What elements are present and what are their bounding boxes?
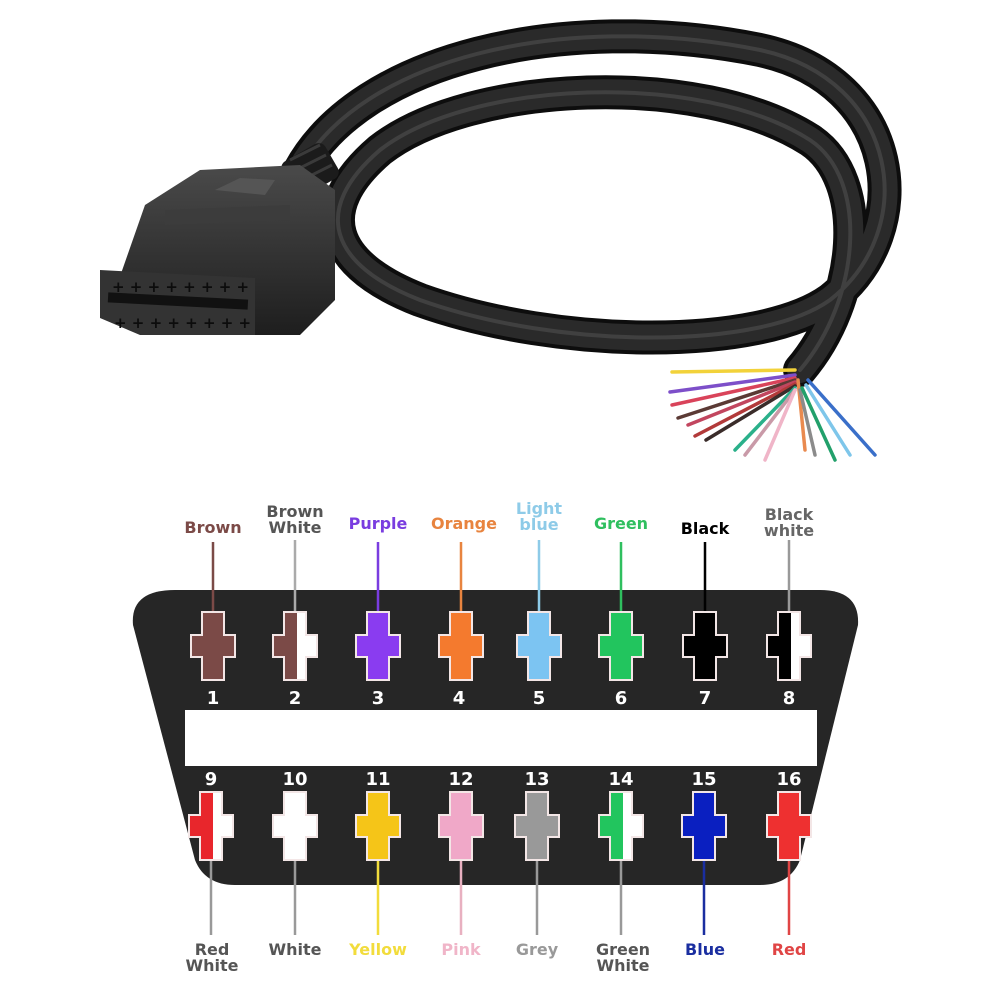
pin-9-wire-label: Red White [185, 940, 239, 975]
pin-10-socket [272, 791, 318, 861]
svg-text:+ + + + + + + +: + + + + + + + + [114, 314, 251, 332]
pin-9-number: 9 [204, 769, 218, 790]
pin-1-socket [190, 611, 236, 681]
pin-7-wire-label: Black [680, 519, 730, 538]
pin-15-wire-label: Blue [685, 940, 725, 959]
pin-7-socket [682, 611, 728, 681]
obd2-connector: + + + + + + + + + + + + + + + + [100, 165, 335, 335]
pin-11-wire-label: Yellow [349, 940, 407, 959]
pin-12-number: 12 [448, 769, 474, 790]
pin-12-socket [438, 791, 484, 861]
pin-1-wire-label: Brown [184, 518, 242, 537]
pin-8-socket [766, 611, 812, 681]
pin-6-number: 6 [614, 688, 628, 709]
pin-3-socket [355, 611, 401, 681]
pin-5-wire-label: Light blue [515, 499, 563, 534]
pin-6-socket [598, 611, 644, 681]
pin-10-number: 10 [282, 769, 308, 790]
pin-3-wire-label: Purple [348, 514, 408, 533]
pin-4-number: 4 [452, 688, 466, 709]
pin-7-number: 7 [698, 688, 712, 709]
pin-16-number: 16 [776, 769, 802, 790]
pin-15-number: 15 [691, 769, 717, 790]
svg-text:+ + + + + + + +: + + + + + + + + [112, 278, 249, 296]
pin-13-socket [514, 791, 560, 861]
pin-13-number: 13 [524, 769, 550, 790]
pin-2-wire-label: Brown White [266, 502, 324, 537]
pin-6-wire-label: Green [593, 514, 649, 533]
product-photo: + + + + + + + + + + + + + + + + [0, 0, 1000, 480]
pin-8-wire-label: Black white [763, 505, 815, 540]
cable-loop [283, 19, 902, 387]
pin-5-socket [516, 611, 562, 681]
pin-14-number: 14 [608, 769, 634, 790]
pin-4-wire-label: Orange [431, 514, 497, 533]
pin-11-socket [355, 791, 401, 861]
pin-15-socket [681, 791, 727, 861]
pin-14-wire-label: Green White [595, 940, 651, 975]
pin-3-number: 3 [371, 688, 385, 709]
pin-11-number: 11 [365, 769, 391, 790]
connector-key-slot [185, 710, 817, 766]
pin-13-wire-label: Grey [515, 940, 559, 959]
pin-10-wire-label: White [268, 940, 322, 959]
obd2-cable-illustration: + + + + + + + + + + + + + + + + [100, 19, 902, 462]
pin-5-number: 5 [532, 688, 546, 709]
pin-2-number: 2 [288, 688, 302, 709]
connector-pin-slots: + + + + + + + + + + + + + + + + [112, 278, 251, 332]
pin-2-socket [272, 611, 318, 681]
pin-4-socket [438, 611, 484, 681]
obd2-pinout-diagram [0, 480, 1000, 1000]
stripped-wires [668, 368, 877, 462]
pin-8-number: 8 [782, 688, 796, 709]
pin-1-number: 1 [206, 688, 220, 709]
pinout-graphic [132, 540, 859, 935]
pin-16-wire-label: Red [771, 940, 807, 959]
pin-16-socket [766, 791, 812, 861]
pin-12-wire-label: Pink [441, 940, 481, 959]
